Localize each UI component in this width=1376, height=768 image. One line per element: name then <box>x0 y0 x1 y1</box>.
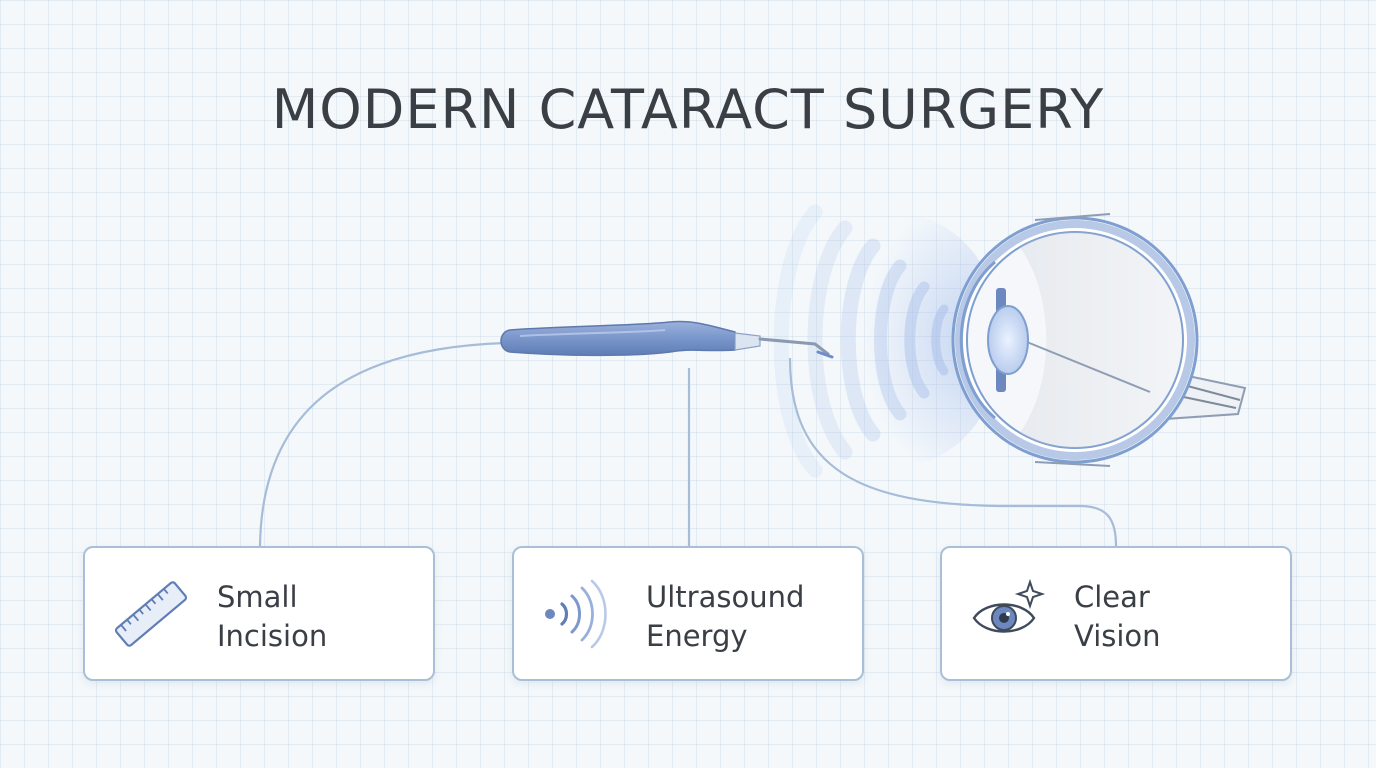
card-label-line1: Clear <box>1074 580 1150 614</box>
card-label-line2: Incision <box>217 619 328 653</box>
lens <box>987 305 1029 375</box>
card-label: Clear Vision <box>1074 578 1284 656</box>
card-small-incision: Small Incision <box>83 546 435 681</box>
card-label-line1: Ultrasound <box>646 580 805 614</box>
card-label: Ultrasound Energy <box>646 578 856 656</box>
card-clear-vision: Clear Vision <box>940 546 1292 681</box>
card-label: Small Incision <box>217 578 427 656</box>
ruler-icon <box>114 581 188 647</box>
eye-cross-section-icon <box>951 213 1247 467</box>
card-label-line2: Energy <box>646 619 748 653</box>
probe-tip <box>758 337 830 356</box>
connector-small-incision <box>258 341 506 547</box>
ultrasound-waves-icon <box>545 579 607 649</box>
connector-lines <box>258 341 1118 547</box>
probe-collar <box>734 332 761 351</box>
card-label-line2: Vision <box>1074 619 1161 653</box>
card-ultrasound-energy: Ultrasound Energy <box>512 546 864 681</box>
page-title: MODERN CATARACT SURGERY <box>271 78 1105 141</box>
connector-clear-vision <box>788 357 1118 547</box>
phaco-probe <box>500 320 834 359</box>
eye-sparkle-icon <box>972 578 1046 633</box>
card-label-line1: Small <box>217 580 298 614</box>
ultrasound-wave-fan <box>773 204 1002 478</box>
probe-handle <box>500 320 736 357</box>
